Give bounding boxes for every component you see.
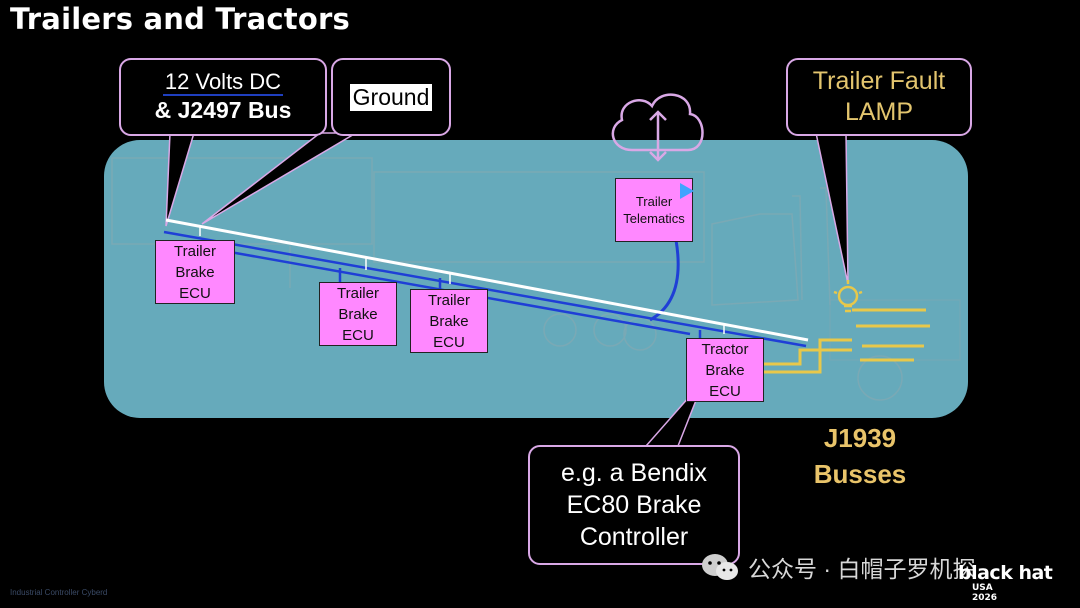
bus-label: & J2497 Bus [154,97,292,123]
j1939-label-line2: Busses [813,459,907,489]
ground-callout: Ground [331,58,451,136]
ecu-label-line: Trailer [337,284,379,302]
ecu-label-line: Brake [175,263,215,281]
wechat-watermark: 公众号 · 白帽子罗机探 [700,551,975,583]
j1939-label-line1: J1939 [823,423,897,453]
bendix-callout: e.g. a Bendix EC80 Brake Controller [528,445,740,565]
lightbulb-icon [833,280,863,313]
ecu-label-line: Brake [338,305,378,323]
logo-year: 2026 [972,593,998,603]
logo-brand: black hat [958,562,1053,584]
j1939-busses-label: J1939 Busses [790,420,930,492]
ground-label: Ground [349,83,433,111]
trailer-brake-ecu-3: Trailer Brake ECU [410,289,488,353]
slide-title: Trailers and Tractors [10,2,350,36]
ecu-label-line: ECU [709,382,741,400]
vehicle-panel [104,140,968,418]
trailer-brake-ecu-2: Trailer Brake ECU [319,282,397,346]
ecu-label-line: Brake [705,361,745,379]
power-ground-line [165,218,809,342]
bendix-line3: Controller [579,523,689,551]
tractor-brake-ecu: Tractor Brake ECU [686,338,764,402]
blackhat-logo: black hat USA 2026 [958,563,1074,603]
power-bus-callout: 12 Volts DC & J2497 Bus [119,58,327,136]
cloud-upload-download-icon [611,93,704,162]
wechat-icon [702,554,738,580]
ecu-label-line: Brake [429,312,469,330]
power-label: 12 Volts DC [162,69,284,96]
footer-note: Industrial Controller Cyberd [10,588,108,597]
ecu-label-line: Trailer [428,291,470,309]
ecu-label-line: Trailer [635,194,673,209]
logo-event: USA [972,583,993,593]
trailer-telematics-unit: Trailer Telematics [615,178,694,242]
watermark-text: 公众号 · 白帽子罗机探 [748,556,976,582]
lamp-label-line2: LAMP [844,98,914,126]
ecu-label-line: Trailer [174,242,216,260]
bendix-line2: EC80 Brake [566,491,702,519]
lamp-label-line1: Trailer Fault [812,67,946,95]
power-callout-pointer [165,132,196,227]
ground-callout-pointer [201,132,359,225]
ecu-label-line: ECU [179,284,211,302]
lamp-callout-pointer [815,132,849,285]
ecu-label-line: ECU [433,333,465,351]
ecu-label-line: ECU [342,326,374,344]
play-triangle-icon [680,183,694,199]
trailer-fault-lamp-callout: Trailer Fault LAMP [786,58,972,136]
bendix-line1: e.g. a Bendix [561,459,707,487]
ecu-label-line: Tractor [701,340,749,358]
ecu-label-line: Telematics [623,211,685,226]
trailer-brake-ecu-1: Trailer Brake ECU [155,240,235,304]
tractor-j1939-busses [764,308,930,374]
